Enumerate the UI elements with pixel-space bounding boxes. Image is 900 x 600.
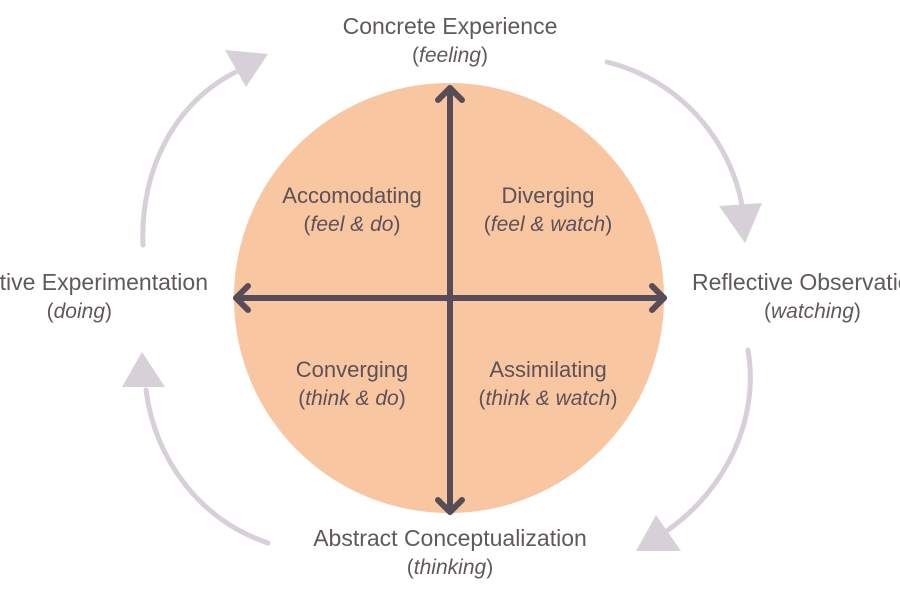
stage-left-label: Active Experimentation (doing) (0, 268, 208, 325)
arrowhead-top-left-icon (225, 50, 268, 87)
quadrant-mode: (feel & watch) (483, 212, 613, 236)
stage-bottom-label: Abstract Conceptualization (thinking) (250, 524, 650, 581)
cycle-arrow-bottom-to-left (143, 387, 271, 546)
cycle-arrow-top-to-right (604, 59, 745, 208)
quadrant-name: Assimilating (489, 357, 607, 382)
stage-mode: (feeling) (412, 43, 488, 67)
axis-arrow-up-icon (435, 85, 465, 103)
quadrant-mode: (feel & do) (303, 212, 401, 236)
arrowhead-bottom-right-icon (636, 515, 681, 551)
cycle-arrow-right-to-bottom (665, 347, 753, 533)
stage-right-label: Reflective Observation (watching) (692, 268, 900, 325)
arrowhead-bottom-left-icon (122, 352, 165, 387)
axis-arrow-down-icon (435, 497, 465, 515)
quadrant-top-left: Accomodating (feel & do) (252, 182, 452, 238)
arrowhead-top-right-icon (719, 203, 762, 243)
stage-name: Concrete Experience (342, 13, 558, 39)
stage-mode: (watching) (764, 299, 861, 323)
stage-name: Abstract Conceptualization (313, 525, 587, 551)
quadrant-mode: (think & watch) (478, 386, 618, 410)
quadrant-bottom-left: Converging (think & do) (252, 356, 452, 412)
quadrant-mode: (think & do) (298, 386, 406, 410)
axis-arrow-left-icon (233, 283, 251, 313)
stage-mode: (doing) (46, 299, 112, 323)
stage-mode: (thinking) (406, 555, 494, 579)
cycle-arrow-left-to-top (140, 67, 243, 248)
stage-name: Reflective Observation (692, 269, 900, 295)
axis-arrow-right-icon (649, 283, 667, 313)
quadrant-name: Accomodating (282, 183, 422, 208)
stage-name: Active Experimentation (0, 269, 208, 295)
quadrant-top-right: Diverging (feel & watch) (448, 182, 648, 238)
quadrant-name: Converging (295, 357, 409, 382)
quadrant-name: Diverging (501, 183, 595, 208)
stage-top-label: Concrete Experience (feeling) (300, 12, 600, 69)
quadrant-bottom-right: Assimilating (think & watch) (448, 356, 648, 412)
